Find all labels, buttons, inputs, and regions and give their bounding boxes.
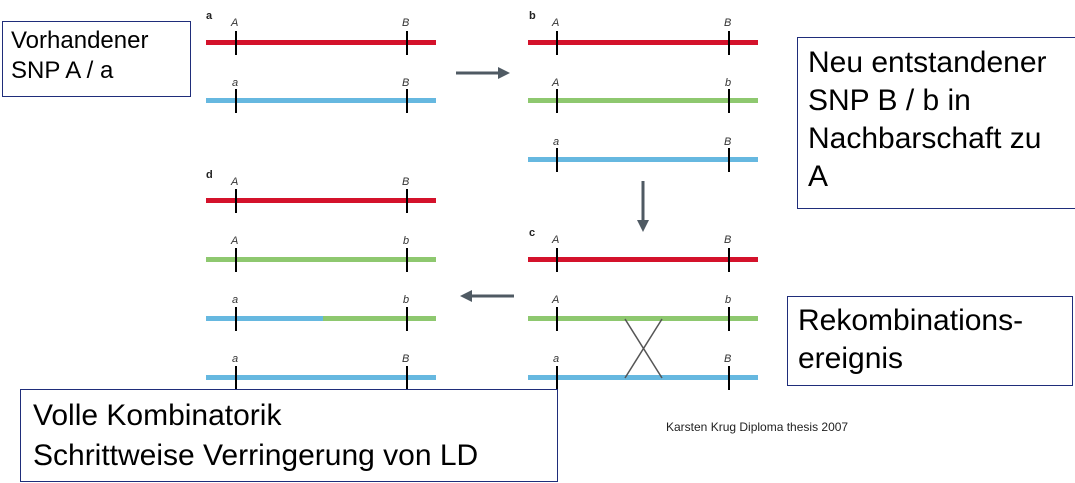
- annotation-line: Volle Kombinatorik: [33, 399, 282, 432]
- annotation-existing-snp: Vorhandener SNP A / a: [2, 21, 191, 97]
- panel-d: A B A b a b a B: [206, 176, 436, 390]
- panel-label-a: a: [206, 10, 213, 22]
- allele-label: B: [402, 17, 409, 29]
- panel-label-d: d: [206, 169, 213, 181]
- allele-label: a: [232, 294, 238, 306]
- annotation-recombination: Rekombinations- ereignis: [787, 296, 1073, 386]
- allele-label: A: [551, 17, 559, 29]
- annotation-full-combinatorics: Volle Kombinatorik Schrittweise Verringe…: [20, 389, 558, 482]
- arrow-left: [460, 290, 514, 302]
- panel-b: A B A b a B: [528, 17, 758, 172]
- allele-label: b: [725, 77, 731, 89]
- chromosome-blue: [206, 375, 436, 380]
- chromosome-red: [206, 40, 436, 45]
- annotation-line: ereignis: [798, 342, 904, 375]
- annotation-line: SNP A / a: [11, 57, 114, 84]
- panel-label-b: b: [529, 10, 536, 22]
- allele-label: A: [551, 77, 559, 89]
- allele-label: B: [402, 353, 409, 365]
- annotation-line: Schrittweise Verringerung von LD: [33, 439, 479, 472]
- allele-label: A: [551, 294, 559, 306]
- crossover-line: [624, 318, 663, 379]
- allele-label: B: [402, 176, 409, 188]
- annotation-line: Nachbarschaft zu: [808, 122, 1042, 155]
- chromosome-green: [206, 257, 436, 262]
- allele-label: A: [230, 17, 238, 29]
- annotation-line: A: [808, 160, 829, 193]
- allele-label: B: [724, 234, 731, 246]
- allele-label: B: [724, 136, 731, 148]
- allele-label: A: [230, 235, 238, 247]
- source-credit: Karsten Krug Diploma thesis 2007: [666, 420, 849, 434]
- allele-label: a: [553, 353, 559, 365]
- chromosome-blue: [206, 98, 436, 103]
- allele-label: a: [553, 136, 559, 148]
- allele-label: b: [403, 294, 409, 306]
- annotation-line: Vorhandener: [11, 27, 149, 54]
- chromosome-blue: [528, 375, 758, 380]
- chromosome-red: [528, 40, 758, 45]
- allele-label: b: [725, 294, 731, 306]
- arrow-down: [637, 181, 649, 232]
- allele-label: B: [402, 77, 409, 89]
- chromosome-blue-segment: [206, 316, 323, 321]
- chromosome-green-segment: [323, 316, 436, 321]
- allele-label: a: [232, 353, 238, 365]
- panel-c: A B A b a B: [528, 234, 758, 390]
- chromosome-blue: [528, 157, 758, 162]
- annotation-line: Neu entstandener: [808, 46, 1047, 79]
- allele-label: B: [724, 353, 731, 365]
- chromosome-red: [528, 257, 758, 262]
- annotation-line: Rekombinations-: [798, 304, 1024, 337]
- panel-a: A B a B: [206, 17, 436, 113]
- panel-label-c: c: [529, 227, 535, 239]
- annotation-new-snp: Neu entstandener SNP B / b in Nachbarsch…: [797, 37, 1075, 209]
- annotation-line: SNP B / b in: [808, 84, 971, 117]
- allele-label: b: [403, 235, 409, 247]
- chromosome-red: [206, 198, 436, 203]
- allele-label: A: [230, 176, 238, 188]
- chromosome-green: [528, 98, 758, 103]
- allele-label: A: [551, 234, 559, 246]
- allele-label: a: [232, 77, 238, 89]
- chromosome-green: [528, 316, 758, 321]
- allele-label: B: [724, 17, 731, 29]
- arrow-right: [456, 67, 510, 79]
